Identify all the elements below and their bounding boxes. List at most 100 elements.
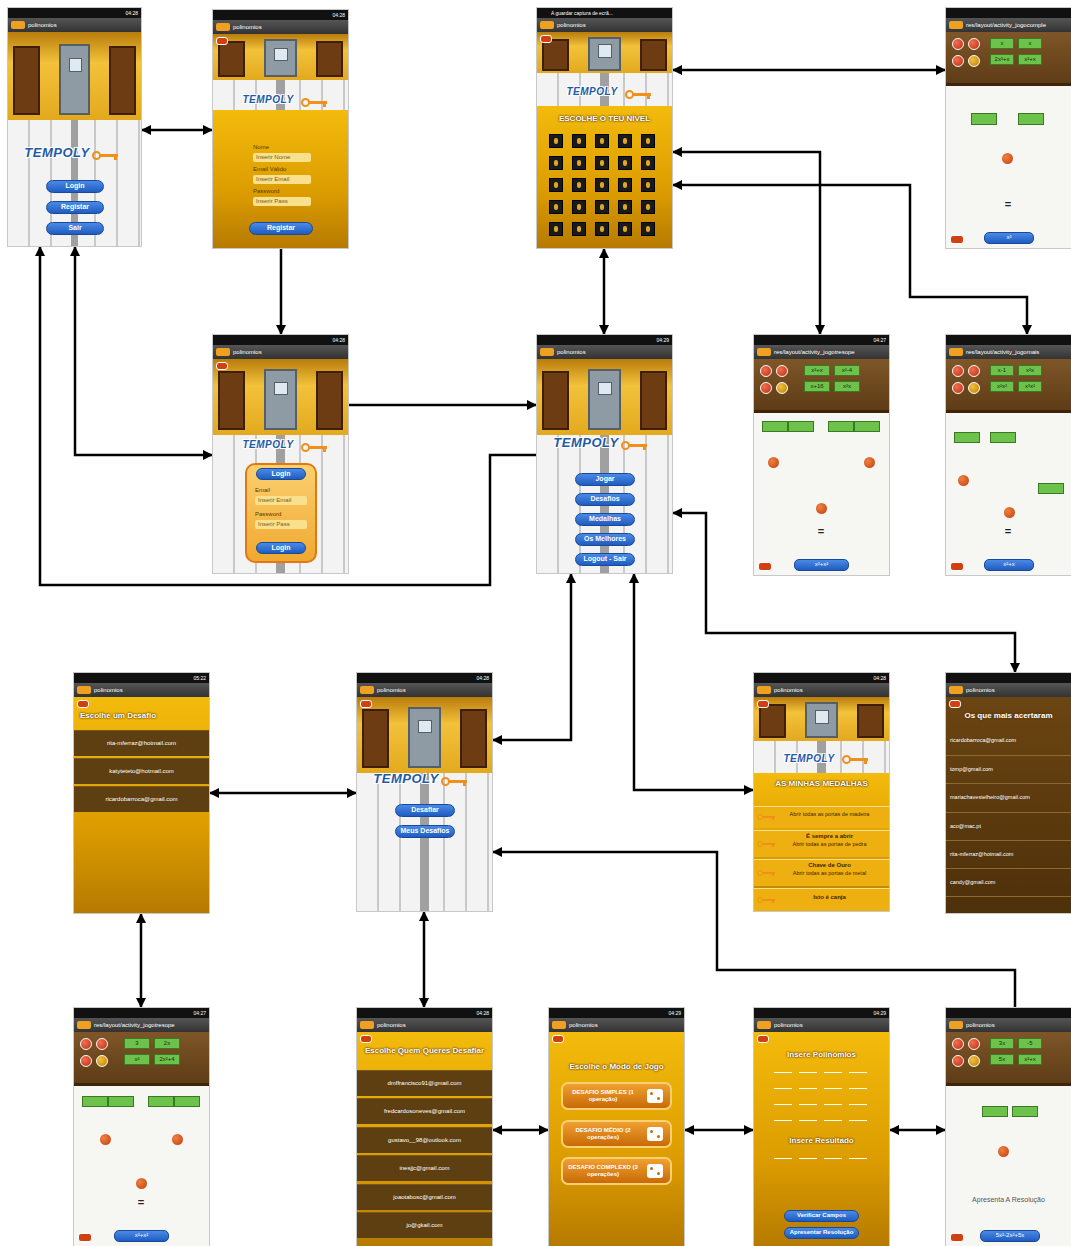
app-icon xyxy=(11,21,25,29)
input-line xyxy=(824,1072,842,1073)
status-bar xyxy=(754,335,889,345)
app-screen: 04:27res/layout/activity_jogotresopex²+x… xyxy=(754,335,889,575)
answer-button: 5x²-2x²+5x xyxy=(980,1230,1040,1242)
app-icon xyxy=(360,686,374,694)
screen-heading: ESCOLHE O TEU NÍVEL xyxy=(541,114,668,124)
back-button xyxy=(757,1035,769,1043)
medal-description: Abrir todas as portas de pedra xyxy=(772,841,887,848)
menu-button: Sair xyxy=(46,222,104,235)
status-time: 04:29 xyxy=(640,335,669,345)
list-item: fredcardosoneves@gmail.com xyxy=(357,1098,492,1124)
keyhole xyxy=(554,226,558,232)
level-door xyxy=(595,222,609,236)
key-bit xyxy=(772,844,774,847)
wooden-door xyxy=(362,709,389,768)
level-door xyxy=(618,156,632,170)
list-item: dmffrancisco91@gmail.com xyxy=(357,1070,492,1096)
key-bit xyxy=(114,156,117,160)
back-button xyxy=(552,1035,564,1043)
ranking-item: tomp@gmail.com xyxy=(950,766,1067,773)
input-placeholder: Inserir Pass xyxy=(253,197,311,206)
back-button xyxy=(77,700,89,708)
app-screen: 04:29polinomiosTEMPOLYJogarDesafiosMedal… xyxy=(537,335,672,573)
back-button xyxy=(216,37,228,45)
status-time: 04:27 xyxy=(177,1008,206,1018)
polynomial-tile: -5 xyxy=(1018,1038,1042,1049)
app-title: polinomios xyxy=(557,18,667,32)
operator-ball xyxy=(998,1146,1009,1157)
keyhole xyxy=(623,226,627,232)
operation-button xyxy=(952,365,964,377)
mode-button: DESAFIO SIMPLES (1 operação) xyxy=(563,1082,643,1110)
app-screen: res/layout/activity_jogocomplexx2x²+xx²+… xyxy=(946,8,1071,248)
flow-arrow xyxy=(492,1129,549,1132)
input-line xyxy=(849,1120,867,1121)
wooden-door xyxy=(316,371,343,430)
polynomial-tile: x²+x xyxy=(1018,54,1042,65)
door-window xyxy=(274,48,288,62)
menu-button: Login xyxy=(46,180,104,193)
screen-heading: Escolhe o Modo de Jogo xyxy=(553,1062,680,1072)
play-area xyxy=(74,1086,209,1246)
polynomial-tile: x-1 xyxy=(990,365,1014,376)
metal-door xyxy=(588,37,620,71)
operation-button xyxy=(760,365,772,377)
operation-button xyxy=(760,382,772,394)
row-divider xyxy=(946,755,1071,756)
flow-arrow xyxy=(140,913,143,1008)
app-screen: 05:22polinomiosEscolhe um Desafiorita-mf… xyxy=(74,673,209,913)
operation-button xyxy=(80,1038,92,1050)
app-title: polinomios xyxy=(377,1018,487,1032)
polynomial-tile: x²x² xyxy=(990,381,1014,392)
status-time: 04:28 xyxy=(109,8,138,18)
wooden-door xyxy=(460,709,487,768)
action-bar xyxy=(8,18,141,32)
metal-door xyxy=(588,369,620,430)
app-screen: 04:28polinomiosTEMPOLYLoginEmailInserir … xyxy=(213,335,348,573)
ranking-item: ricardobarroca@gmail.com xyxy=(950,737,1067,744)
keyhole xyxy=(646,204,650,210)
input-line xyxy=(799,1072,817,1073)
level-door xyxy=(641,200,655,214)
polynomial-tile: 2x xyxy=(154,1038,180,1049)
status-bar xyxy=(213,335,348,345)
menu-button: Jogar xyxy=(575,473,635,486)
play-area xyxy=(754,413,889,575)
keyhole xyxy=(554,204,558,210)
app-icon xyxy=(77,1021,91,1029)
key-bit xyxy=(463,782,466,786)
row-divider xyxy=(946,783,1071,784)
medal-description: Abrir todas as portas de madeira xyxy=(772,811,887,818)
input-line xyxy=(799,1088,817,1089)
key-bit xyxy=(323,448,326,452)
menu-button: Login xyxy=(256,468,306,480)
menu-button: Login xyxy=(256,542,306,554)
input-line xyxy=(774,1104,792,1105)
app-icon xyxy=(949,686,963,694)
key-bit xyxy=(323,103,326,107)
list-item: inesjjc@gmail.com xyxy=(357,1155,492,1181)
row-divider xyxy=(946,840,1071,841)
flow-arrow xyxy=(684,1129,754,1132)
app-title: polinomios xyxy=(966,1018,1069,1032)
input-line xyxy=(824,1088,842,1089)
status-bar xyxy=(357,1008,492,1018)
flow-arrow xyxy=(423,911,426,1008)
back-button xyxy=(758,562,772,571)
level-door xyxy=(641,134,655,148)
operator-ball xyxy=(864,457,875,468)
status-time: 04:28 xyxy=(857,673,886,683)
app-icon xyxy=(360,1021,374,1029)
key-bit xyxy=(772,873,774,876)
operation-button xyxy=(952,382,964,394)
keyhole xyxy=(577,226,581,232)
flow-arrow xyxy=(280,248,283,335)
keyhole xyxy=(600,204,604,210)
screen-heading: Escolhe um Desafio xyxy=(80,711,205,721)
screen-heading: Escolhe Quem Queres Desafiar xyxy=(361,1046,488,1056)
level-door xyxy=(618,178,632,192)
level-door xyxy=(595,178,609,192)
app-title: polinomios xyxy=(966,683,1069,697)
dice xyxy=(647,1127,663,1141)
app-logo: TEMPOLY xyxy=(559,86,625,98)
